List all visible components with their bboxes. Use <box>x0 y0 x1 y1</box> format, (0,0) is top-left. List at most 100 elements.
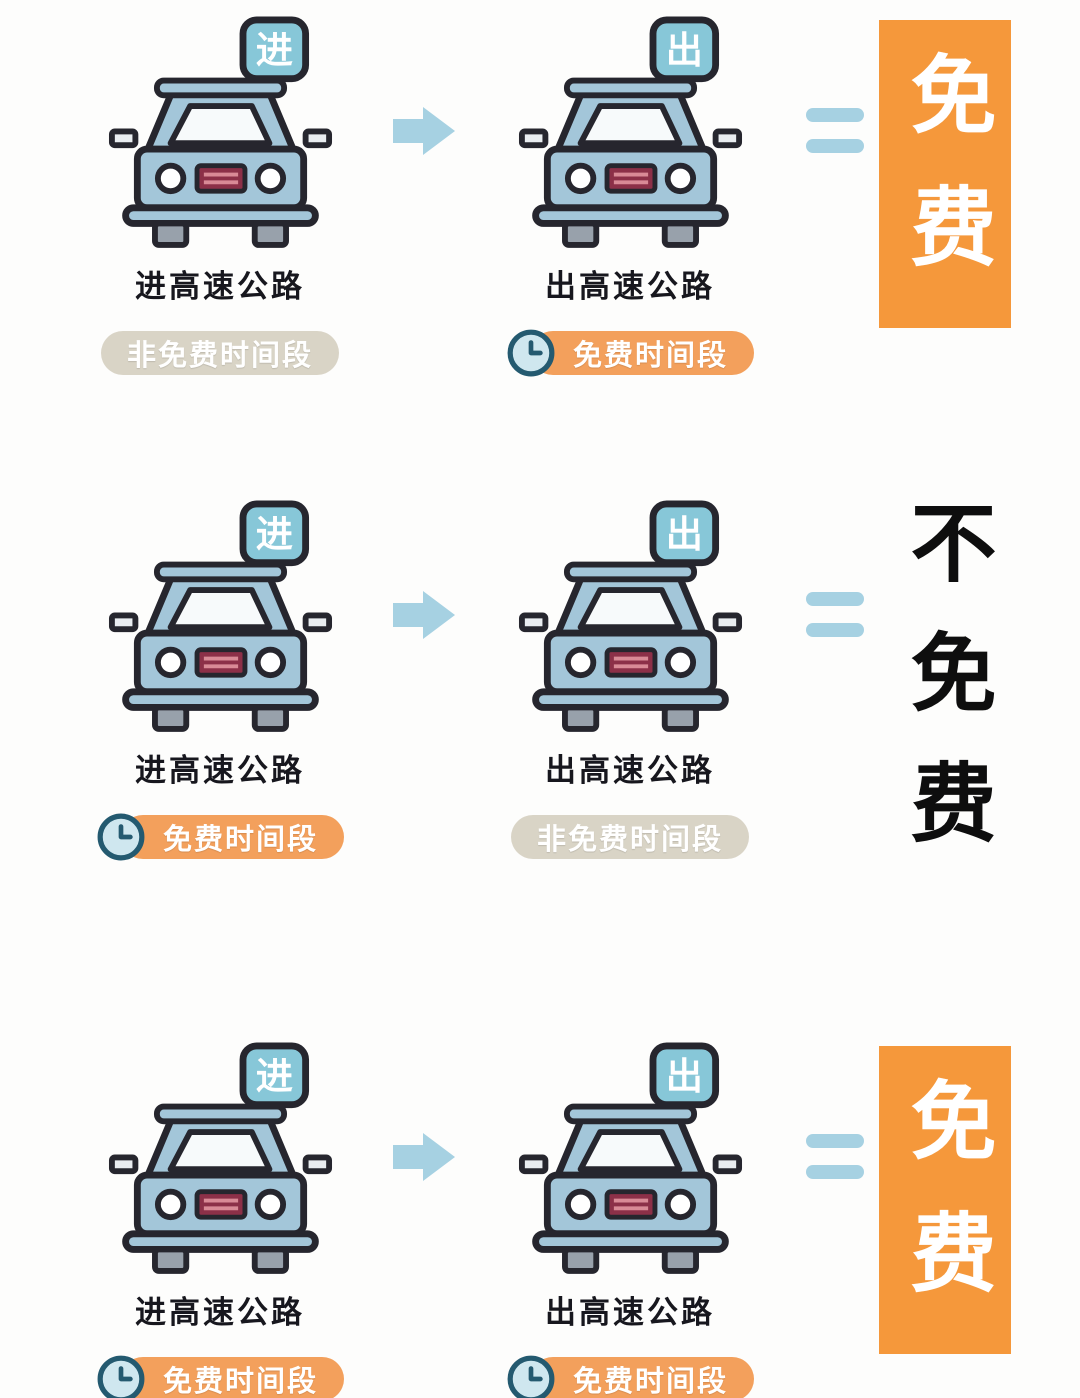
flow-arrow <box>385 496 465 733</box>
result-column: 不免费 <box>875 496 1015 888</box>
windshield <box>577 587 682 631</box>
left-mirror-icon <box>518 1154 548 1175</box>
time-badge: 免费时间段 <box>96 1354 344 1398</box>
left-wheel <box>561 220 599 248</box>
left-headlight-icon <box>564 1188 596 1221</box>
left-mirror-icon <box>518 612 548 633</box>
bumper <box>121 1230 319 1253</box>
right-arrow-icon <box>393 590 455 639</box>
clock-icon <box>507 329 555 377</box>
flow-arrow <box>385 12 465 249</box>
right-headlight-icon <box>254 162 286 195</box>
left-wheel <box>151 704 189 732</box>
roof <box>563 561 697 583</box>
right-headlight-icon <box>254 1188 286 1221</box>
windshield <box>167 103 272 147</box>
right-wheel <box>251 220 289 248</box>
result-label: 免费 <box>879 20 1011 328</box>
time-badge-label: 免费时间段 <box>120 815 344 859</box>
sign-char: 进 <box>255 1055 292 1097</box>
right-headlight-icon <box>664 646 696 679</box>
grille <box>194 1189 247 1220</box>
left-wheel <box>151 1246 189 1274</box>
right-arrow-icon <box>393 1132 455 1181</box>
grille <box>604 1189 657 1220</box>
bumper <box>531 204 729 227</box>
time-badge-label: 免费时间段 <box>530 1357 754 1398</box>
roof <box>153 77 287 99</box>
time-badge-label: 免费时间段 <box>120 1357 344 1398</box>
car-enter-icon: 进 <box>108 500 332 732</box>
right-wheel <box>251 1246 289 1274</box>
car-caption: 进高速公路 <box>135 753 305 788</box>
exit-car-group: 出 出高速公路 非免费时间段 <box>465 496 795 862</box>
right-mirror-icon <box>712 1154 742 1175</box>
time-badge-label: 非免费时间段 <box>100 331 339 375</box>
equals-bar <box>806 139 864 153</box>
time-badge-label: 非免费时间段 <box>510 815 749 859</box>
result-label: 不免费 <box>897 498 993 888</box>
car-caption: 进高速公路 <box>135 1295 305 1330</box>
left-headlight-icon <box>154 1188 186 1221</box>
rule-row-2: 进 进高速公路 免费时间段 <box>0 496 1080 888</box>
equals-sign <box>795 496 875 733</box>
equals-bar <box>806 623 864 637</box>
roof <box>153 561 287 583</box>
equals-sign <box>795 1038 875 1275</box>
rule-row-3: 进 进高速公路 免费时间段 <box>0 1038 1080 1398</box>
left-mirror-icon <box>108 128 138 149</box>
roof <box>563 1103 697 1125</box>
enter-car-group: 进 进高速公路 免费时间段 <box>55 496 385 862</box>
grille <box>194 163 247 194</box>
result-column: 免费 <box>875 12 1015 328</box>
grille <box>604 647 657 678</box>
car-exit-icon: 出 <box>518 1042 742 1274</box>
left-mirror-icon <box>108 612 138 633</box>
grille <box>194 647 247 678</box>
right-mirror-icon <box>712 128 742 149</box>
clock-icon <box>97 813 145 861</box>
car-caption: 进高速公路 <box>135 269 305 304</box>
clock-icon <box>97 1355 145 1398</box>
right-mirror-icon <box>712 612 742 633</box>
rule-row-1: 进 进高速公路 非免费时间段 <box>0 12 1080 378</box>
windshield <box>167 587 272 631</box>
equals-bar <box>806 108 864 122</box>
time-badge: 免费时间段 <box>506 328 754 378</box>
left-wheel <box>561 1246 599 1274</box>
right-headlight-icon <box>664 1188 696 1221</box>
right-wheel <box>661 1246 699 1274</box>
windshield <box>167 1129 272 1173</box>
clock-icon <box>507 1355 555 1398</box>
right-wheel <box>251 704 289 732</box>
roof <box>563 77 697 99</box>
left-wheel <box>561 704 599 732</box>
right-mirror-icon <box>302 1154 332 1175</box>
roof <box>153 1103 287 1125</box>
result-label: 免费 <box>879 1046 1011 1354</box>
result-column: 免费 <box>875 1038 1015 1354</box>
enter-car-group: 进 进高速公路 非免费时间段 <box>55 12 385 378</box>
left-headlight-icon <box>564 162 596 195</box>
left-mirror-icon <box>108 1154 138 1175</box>
car-enter-icon: 进 <box>108 1042 332 1274</box>
time-badge-label: 免费时间段 <box>530 331 754 375</box>
toll-gate-sign <box>649 1042 719 1109</box>
left-wheel <box>151 220 189 248</box>
bumper <box>121 688 319 711</box>
car-caption: 出高速公路 <box>545 753 715 788</box>
left-headlight-icon <box>564 646 596 679</box>
windshield <box>577 103 682 147</box>
right-wheel <box>661 220 699 248</box>
sign-char: 出 <box>665 513 702 555</box>
toll-gate-sign <box>239 500 309 567</box>
time-badge: 免费时间段 <box>96 812 344 862</box>
flow-arrow <box>385 1038 465 1275</box>
car-caption: 出高速公路 <box>545 269 715 304</box>
equals-bar <box>806 1165 864 1179</box>
exit-car-group: 出 出高速公路 免费时间段 <box>465 12 795 378</box>
windshield <box>577 1129 682 1173</box>
sign-char: 出 <box>665 1055 702 1097</box>
bumper <box>121 204 319 227</box>
